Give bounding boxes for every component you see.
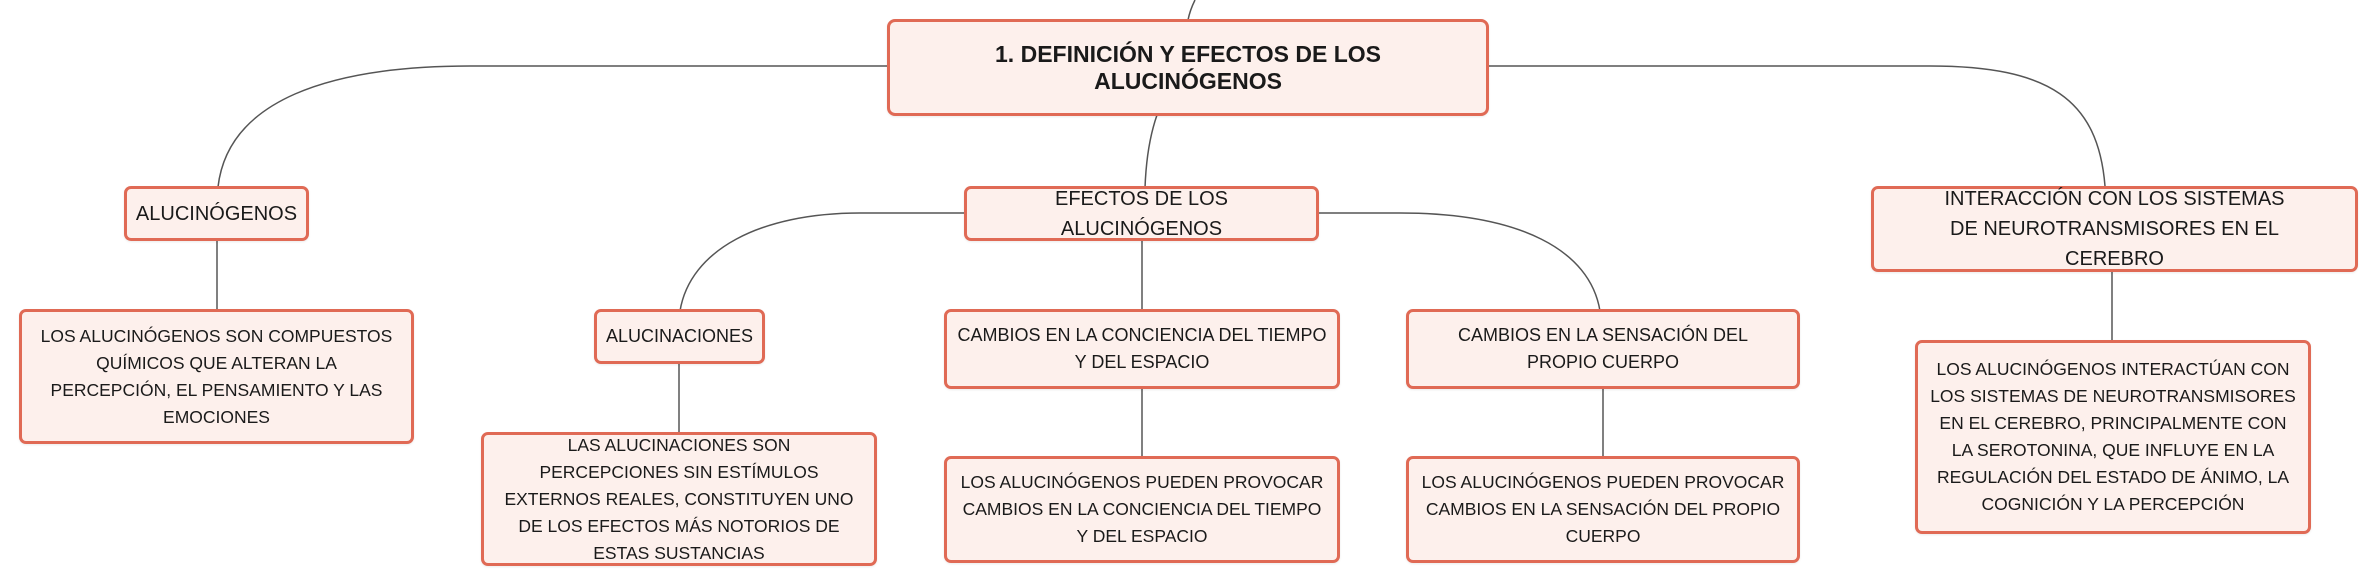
subtopic-sensacion-cuerpo[interactable]: CAMBIOS EN LA SENSACIÓN DEL PROPIO CUERP…	[1406, 309, 1800, 389]
connector-root-to-efectos	[1144, 114, 1158, 189]
topic-efectos-label: EFECTOS DE LOS ALUCINÓGENOS	[1054, 187, 1228, 240]
subtopic-conciencia-tiempo-espacio[interactable]: CAMBIOS EN LA CONCIENCIA DEL TIEMPO Y DE…	[944, 309, 1340, 389]
leaf-conciencia-descripcion[interactable]: LOS ALUCINÓGENOS PUEDEN PROVOCAR CAMBIOS…	[944, 456, 1340, 563]
leaf-sensacion-descripcion-label: LOS ALUCINÓGENOS PUEDEN PROVOCAR CAMBIOS…	[1421, 472, 1785, 546]
root-topic[interactable]: 1. DEFINICIÓN Y EFECTOS DE LOS ALUCINÓGE…	[887, 19, 1489, 116]
topic-alucinogenos-label: ALUCINÓGENOS	[135, 202, 298, 225]
leaf-alucinaciones-descripcion-label: LAS ALUCINACIONES SON PERCEPCIONES SIN E…	[504, 434, 854, 563]
subtopic-sensacion-cuerpo-label: CAMBIOS EN LA SENSACIÓN DEL PROPIO CUERP…	[1457, 325, 1749, 372]
subtopic-alucinogenos-definicion[interactable]: LOS ALUCINÓGENOS SON COMPUESTOS QUÍMICOS…	[19, 309, 414, 444]
connector-efectos-to-sensacion	[1318, 212, 1601, 312]
topic-interaccion-label: INTERACCIÓN CON LOS SISTEMAS DE NEUROTRA…	[1944, 188, 2285, 270]
topic-efectos[interactable]: EFECTOS DE LOS ALUCINÓGENOS	[964, 186, 1319, 241]
connector-efectos-to-alucinaciones	[679, 212, 965, 312]
root-topic-label: 1. DEFINICIÓN Y EFECTOS DE LOS ALUCINÓGE…	[995, 40, 1381, 94]
topic-interaccion[interactable]: INTERACCIÓN CON LOS SISTEMAS DE NEUROTRA…	[1871, 186, 2358, 272]
leaf-sensacion-descripcion[interactable]: LOS ALUCINÓGENOS PUEDEN PROVOCAR CAMBIOS…	[1406, 456, 1800, 563]
connector-root-to-interaccion	[1488, 65, 2106, 187]
connector-root-to-alucinogenos	[217, 65, 888, 188]
connector-offscreen-to-root	[1187, 0, 1196, 21]
topic-alucinogenos[interactable]: ALUCINÓGENOS	[124, 186, 309, 241]
subtopic-alucinaciones-label: ALUCINACIONES	[605, 326, 754, 346]
subtopic-interaccion-descripcion-label: LOS ALUCINÓGENOS INTERACTÚAN CON LOS SIS…	[1930, 359, 2296, 514]
subtopic-interaccion-descripcion[interactable]: LOS ALUCINÓGENOS INTERACTÚAN CON LOS SIS…	[1915, 340, 2311, 534]
leaf-alucinaciones-descripcion[interactable]: LAS ALUCINACIONES SON PERCEPCIONES SIN E…	[481, 432, 877, 566]
subtopic-alucinaciones[interactable]: ALUCINACIONES	[594, 309, 765, 364]
subtopic-alucinogenos-definicion-label: LOS ALUCINÓGENOS SON COMPUESTOS QUÍMICOS…	[40, 325, 393, 427]
leaf-conciencia-descripcion-label: LOS ALUCINÓGENOS PUEDEN PROVOCAR CAMBIOS…	[960, 472, 1324, 546]
subtopic-conciencia-tiempo-espacio-label: CAMBIOS EN LA CONCIENCIA DEL TIEMPO Y DE…	[957, 325, 1327, 372]
